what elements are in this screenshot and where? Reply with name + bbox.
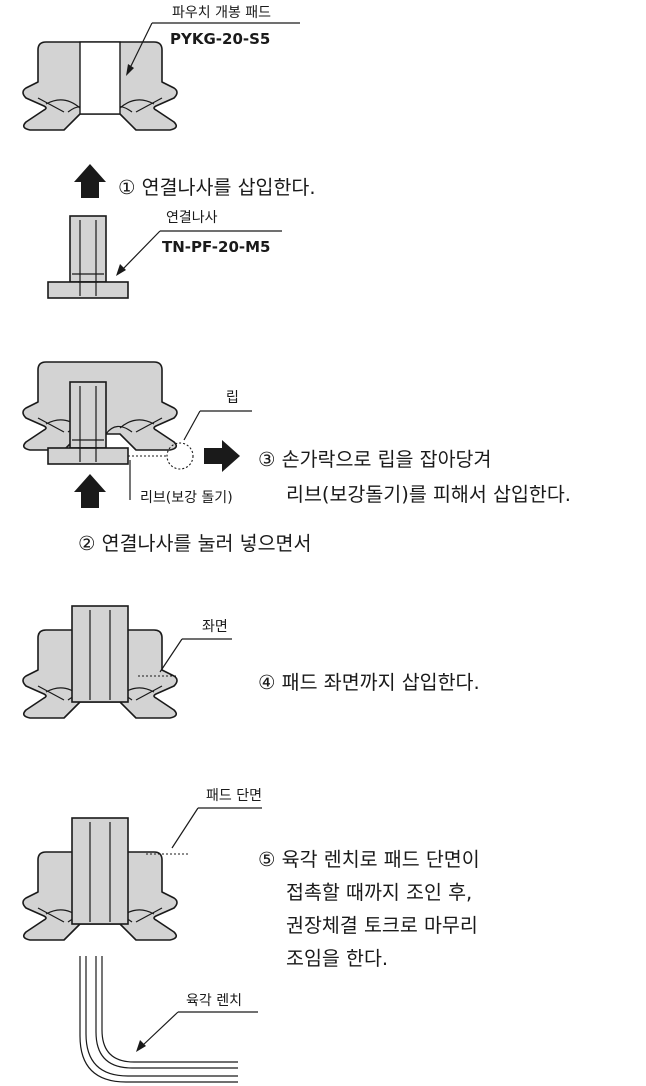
step-5-text-line4: 조임을 한다. — [286, 947, 388, 970]
step-1-text: ① 연결나사를 삽입한다. — [118, 176, 316, 199]
arrow-up-icon — [74, 164, 106, 198]
step-5-text-line2: 접촉할 때까지 조인 후, — [286, 881, 472, 904]
pad-assembly-step4 — [22, 605, 178, 719]
connector-leader — [121, 230, 161, 271]
connector-part-step1 — [47, 215, 129, 299]
lip-highlight — [166, 442, 194, 470]
step-5-text-line1: ⑤ 육각 렌치로 패드 단면이 — [258, 848, 480, 871]
lip-label: 립 — [226, 390, 239, 406]
hex-wrench-label: 육각 렌치 — [186, 993, 242, 1009]
seat-face-leader — [159, 638, 183, 673]
step-2-text: ② 연결나사를 눌러 넣으면서 — [78, 532, 311, 555]
arrow-right-icon — [204, 440, 240, 472]
rib-label: 리브(보강 돌기) — [140, 490, 233, 506]
step-5-text-line3: 권장체결 토크로 마무리 — [286, 914, 478, 937]
pad-code-label: PYKG-20-S5 — [170, 30, 270, 48]
step-3-text-line2: 리브(보강돌기)를 피해서 삽입한다. — [286, 483, 571, 506]
pad-assembly-step5 — [22, 817, 178, 941]
pad-name-label: 파우치 개봉 패드 — [172, 5, 271, 21]
connector-name-label: 연결나사 — [166, 210, 218, 226]
pad-leader — [129, 22, 153, 69]
connector-code-label: TN-PF-20-M5 — [162, 238, 270, 256]
lip-leader — [183, 410, 201, 441]
hex-wrench-leader — [141, 1011, 179, 1047]
pad-end-face-label: 패드 단면 — [206, 788, 262, 804]
step-3-text-line1: ③ 손가락으로 립을 잡아당겨 — [258, 448, 491, 471]
step-4-text: ④ 패드 좌면까지 삽입한다. — [258, 671, 480, 694]
hex-wrench — [79, 956, 238, 1083]
seat-face-label: 좌면 — [202, 619, 228, 635]
pad-end-face-leader — [171, 807, 199, 849]
pad-part-step1 — [22, 41, 178, 131]
arrow-up-icon — [74, 474, 106, 508]
